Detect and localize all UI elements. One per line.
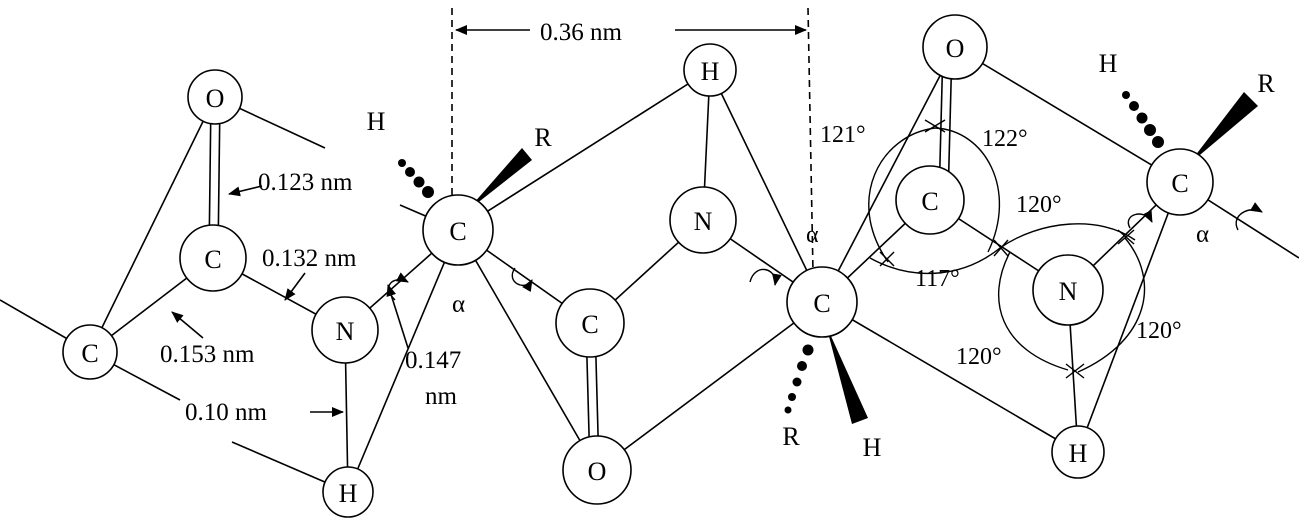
atom-label: N — [694, 207, 713, 236]
arc-120-left — [997, 251, 1069, 371]
label-angle-121: 121° — [820, 122, 866, 148]
label-nh-bond: 0.10 nm — [185, 399, 268, 426]
atom-label: H — [701, 57, 720, 86]
label-h-calpha1: H — [367, 107, 386, 136]
atom-o-2: O — [562, 435, 632, 505]
wedge-bond-calpha3-r — [1188, 92, 1258, 165]
atom-o-3: O — [922, 14, 988, 80]
atom-c-carbonyl-3: C — [895, 165, 965, 235]
label-r-calpha3: R — [1257, 69, 1275, 98]
label-r-calpha2: R — [782, 422, 800, 451]
atom-h-n1: H — [322, 466, 374, 518]
dimension-arrows — [171, 7, 814, 417]
label-r-calpha1: R — [534, 123, 552, 152]
atom-n-2: N — [669, 186, 737, 254]
atom-label: C — [1171, 169, 1188, 198]
arrow-cc-bond — [171, 311, 204, 339]
tick-mark — [1117, 229, 1135, 245]
bond-calpha1-o2 — [457, 229, 598, 471]
substituent-labels: H R R H H R — [367, 49, 1276, 462]
atom-c-carbonyl-1: C — [179, 224, 247, 292]
label-nca-bond-unit: nm — [425, 383, 458, 410]
atom-n-3: N — [1032, 254, 1104, 326]
atom-c-alpha-2: C — [786, 266, 858, 338]
label-alpha-3: α — [1196, 221, 1209, 248]
wedge-bond-calpha1-r — [466, 148, 532, 212]
atom-label: H — [1069, 439, 1088, 468]
atom-c-alpha-3: C — [1146, 148, 1214, 216]
wedge-bond-calpha2-h — [826, 325, 868, 424]
bond-h2-calpha2 — [709, 69, 823, 303]
label-co-bond: 0.123 nm — [258, 169, 353, 196]
label-alpha-2: α — [806, 222, 819, 248]
atom-label: H — [339, 479, 358, 508]
atom-o-1: O — [187, 69, 243, 125]
bond-h3-calpha3 — [1077, 181, 1181, 453]
atom-c-left: C — [62, 324, 118, 380]
bond-o2-calpha2 — [596, 301, 823, 471]
atom-c-carbonyl-2: C — [555, 288, 625, 358]
label-nca-bond-value: 0.147 — [405, 347, 461, 374]
tick-mark — [879, 251, 895, 267]
bond-o3-calpha3 — [954, 46, 1181, 183]
dash-line-right — [807, 7, 814, 273]
bond-calpha1-h2 — [457, 69, 711, 231]
label-alpha-1: α — [452, 291, 465, 318]
atom-n-1: N — [311, 296, 379, 364]
atom-label: C — [921, 187, 938, 216]
rotation-arrow-calpha1-c2 — [511, 267, 533, 293]
tick-mark — [924, 119, 946, 133]
arrow-cn-bond — [284, 272, 306, 301]
label-angle-122: 122° — [982, 126, 1028, 152]
label-cc-bond: 0.153 nm — [160, 341, 255, 368]
arrow-co-bond — [228, 185, 263, 197]
atom-label: C — [813, 289, 830, 318]
dimension-labels: 0.123 nm 0.132 nm 0.153 nm 0.10 nm 0.147… — [160, 19, 623, 426]
atoms: C O C N H C C O — [62, 14, 1214, 518]
atom-label: O — [588, 457, 607, 486]
label-repeat-distance: 0.36 nm — [540, 19, 623, 46]
atom-label: O — [206, 84, 225, 113]
bond-cleft-o1 — [89, 96, 216, 353]
rotation-arrow-n2-calpha2 — [749, 268, 782, 286]
label-angle-120-top: 120° — [1016, 192, 1062, 218]
atom-label: C — [81, 339, 98, 368]
atom-label: N — [1059, 277, 1078, 306]
bond-h1-calpha1 — [347, 229, 459, 493]
label-cn-bond: 0.132 nm — [262, 245, 357, 272]
atom-h-n3: H — [1051, 425, 1105, 479]
label-h-calpha3: H — [1099, 49, 1118, 78]
angle-arcs — [868, 119, 1146, 379]
arc-117 — [869, 247, 1001, 275]
atom-label: C — [449, 217, 466, 246]
bond-calpha2-h3 — [821, 301, 1079, 453]
arc-121 — [868, 127, 936, 263]
rotation-arrow-n3-calpha3 — [1127, 209, 1153, 229]
label-angle-120-right: 120° — [1136, 318, 1182, 344]
tick-mark — [993, 239, 1009, 257]
arc-122 — [934, 127, 1001, 253]
atom-label: C — [581, 310, 598, 339]
hash-bond-calpha3-h — [1122, 91, 1164, 148]
rotation-arrows — [388, 202, 1263, 301]
atom-label: O — [946, 34, 965, 63]
label-h-calpha2: H — [863, 433, 882, 462]
label-angle-117: 117° — [915, 266, 960, 292]
rotation-arrow-n1-calpha1 — [388, 272, 409, 301]
angle-labels: 121° 122° 117° 120° 120° 120° — [820, 122, 1182, 370]
tick-mark — [1065, 363, 1085, 379]
label-angle-120-left: 120° — [956, 344, 1002, 370]
atom-h-n2: H — [683, 43, 737, 97]
atom-c-alpha-1: C — [422, 194, 494, 266]
arc-120-right — [1077, 237, 1146, 373]
hash-bond-calpha2-r — [784, 344, 814, 414]
stereo-bonds — [398, 91, 1258, 424]
rotation-arrow-calpha3 — [1235, 202, 1263, 231]
bond-calpha2-o3 — [821, 46, 956, 303]
atom-label: C — [204, 245, 221, 274]
atom-label: N — [336, 317, 355, 346]
hash-bond-calpha1-h — [398, 159, 434, 198]
alpha-labels: α α α — [452, 221, 1209, 318]
